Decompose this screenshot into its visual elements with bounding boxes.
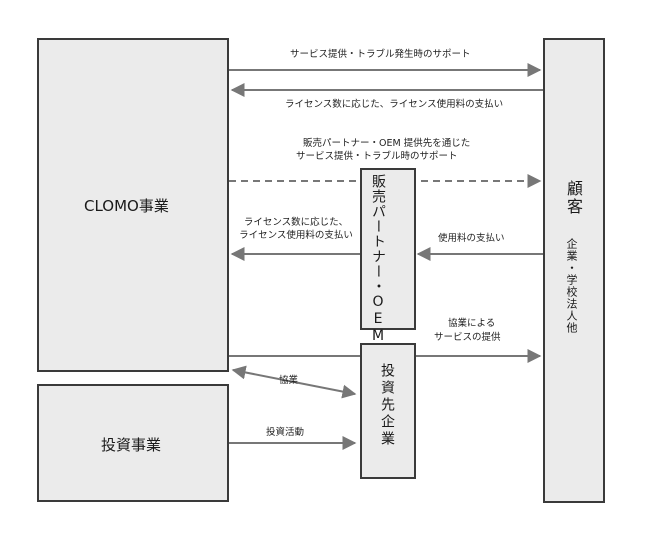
support-label: サービス提供・トラブル発生時のサポート	[290, 49, 471, 60]
invest-activity-label: 投資活動	[266, 427, 305, 438]
investment-title: 投資事業	[101, 436, 162, 454]
license-fee-label: ライセンス数に応じた、ライセンス使用料の支払い	[285, 99, 504, 110]
usage-fee-label: 使用料の支払い	[438, 233, 505, 244]
invested-title: 投資先企業	[379, 363, 395, 448]
collab-arrow	[231, 365, 357, 399]
investment-box: 投資事業	[37, 384, 229, 502]
partner-support-label-1: 販売パートナー・OEM 提供先を通じた	[303, 138, 471, 149]
partner-box: 販売パートナー・OEM提供先	[360, 168, 416, 390]
customer-subtitle: 企業・学校法人他	[565, 238, 578, 334]
customer-box: 顧客 企業・学校法人他	[543, 38, 605, 503]
collab-label: 協業	[279, 375, 299, 386]
customer-title: 顧客	[564, 180, 583, 216]
partner-title: 販売パートナー・OEM提供先	[370, 174, 386, 390]
partner-license-label-1: ライセンス数に応じた、	[243, 217, 349, 228]
partner-support-label-2: サービス提供・トラブル時のサポート	[296, 151, 458, 162]
clomo-box: CLOMO事業	[37, 38, 229, 372]
collab-service-label-1: 協業による	[448, 318, 496, 329]
collab-service-label-2: サービスの提供	[434, 332, 501, 343]
partner-license-label-2: ライセンス使用料の支払い	[239, 230, 353, 241]
invested-box: 投資先企業	[360, 343, 416, 479]
clomo-title: CLOMO事業	[84, 197, 169, 215]
